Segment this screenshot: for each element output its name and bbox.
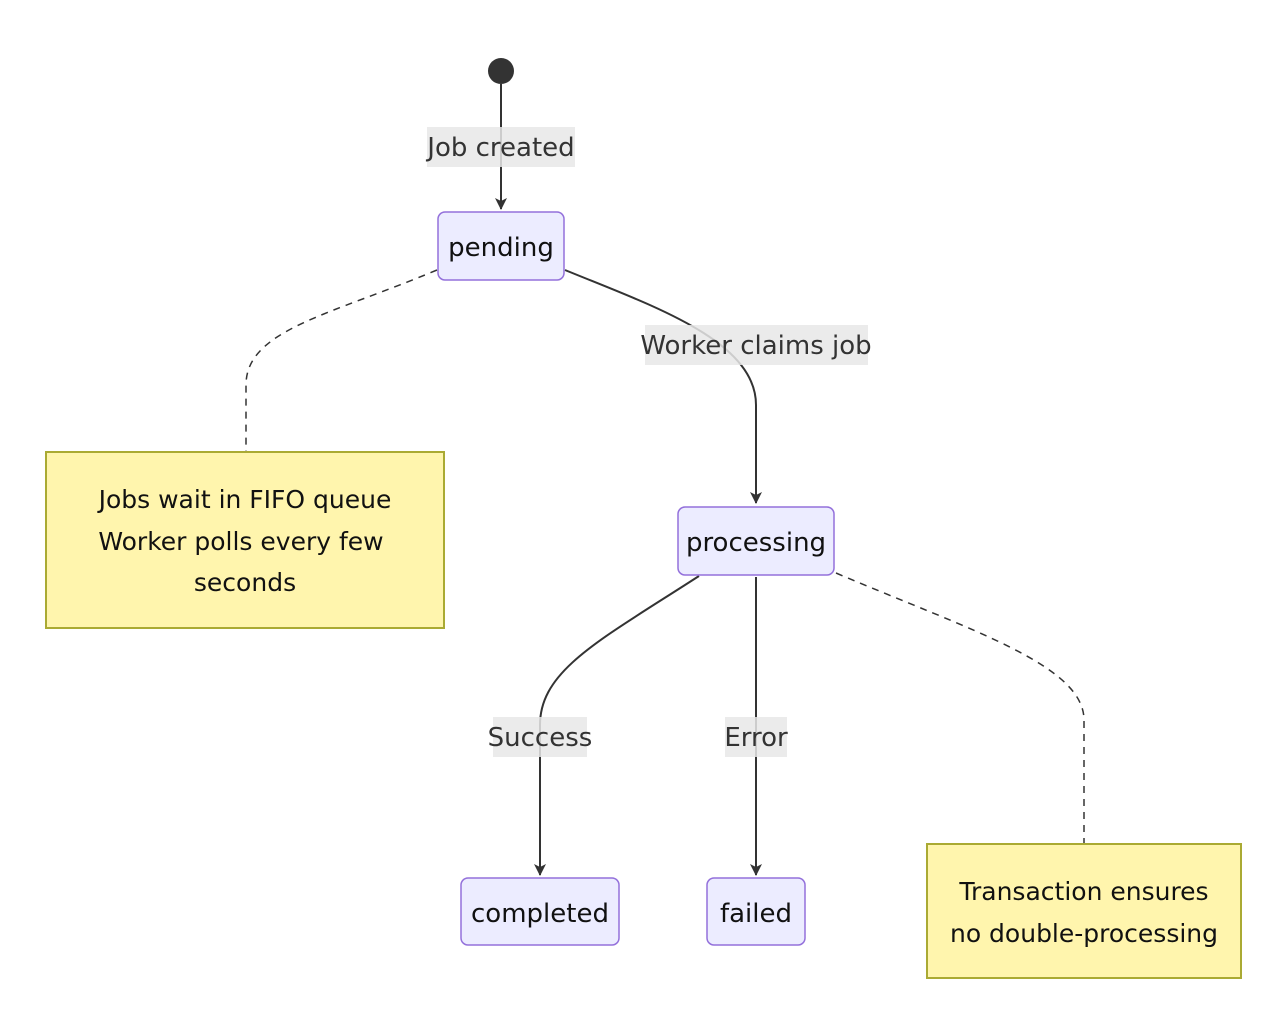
note-pending-line-3: seconds <box>194 568 296 597</box>
edge-processing-to-completed <box>534 575 700 876</box>
note-pending-line-2: Worker polls every few <box>98 527 383 556</box>
state-failed-label: failed <box>720 899 792 929</box>
note-connector-pending <box>245 269 438 451</box>
state-processing[interactable]: processing <box>677 506 835 576</box>
note-processing: Transaction ensures no double-processing <box>926 843 1242 979</box>
edge-label-job-created-text: Job created <box>425 133 574 163</box>
edge-label-error-text: Error <box>724 723 788 753</box>
edge-label-success-text: Success <box>488 723 593 753</box>
note-processing-line-1: Transaction ensures <box>958 877 1208 906</box>
state-failed[interactable]: failed <box>706 877 806 946</box>
state-pending-label: pending <box>448 233 554 263</box>
note-connector-processing <box>835 572 1085 843</box>
state-processing-label: processing <box>686 528 826 558</box>
note-processing-line-2: no double-processing <box>950 919 1218 948</box>
edge-label-job-created: Job created <box>425 127 575 167</box>
edge-label-worker-claims-job: Worker claims job <box>640 325 872 365</box>
note-pending: Jobs wait in FIFO queue Worker polls eve… <box>45 451 445 629</box>
state-completed-label: completed <box>471 899 609 929</box>
start-node <box>488 58 514 84</box>
state-pending[interactable]: pending <box>437 211 565 281</box>
edge-label-error: Error <box>724 717 788 757</box>
edge-label-worker-claims-job-text: Worker claims job <box>640 331 871 361</box>
edge-label-success: Success <box>488 717 593 757</box>
edge-pending-to-processing <box>564 269 762 504</box>
note-pending-line-1: Jobs wait in FIFO queue <box>97 485 392 514</box>
state-completed[interactable]: completed <box>460 877 620 946</box>
